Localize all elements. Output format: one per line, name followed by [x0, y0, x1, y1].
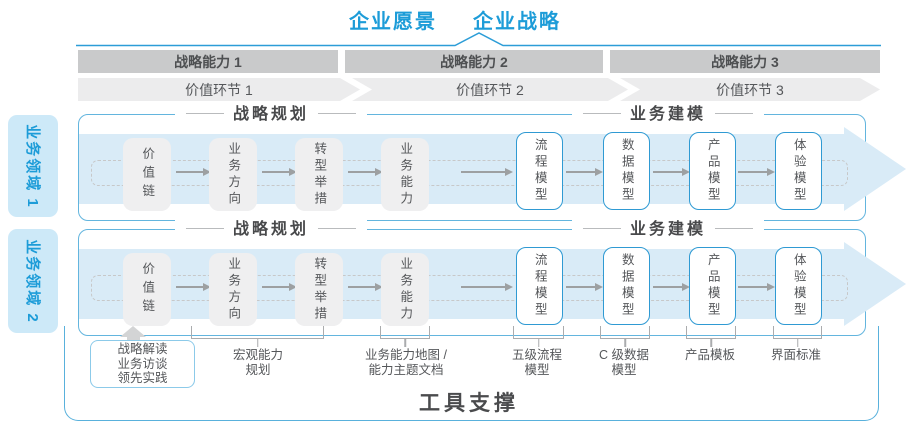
modeling-box-experience-model: 体验模型: [775, 132, 822, 210]
flow-arrow-icon: [461, 167, 513, 176]
box-label: 转型举措: [312, 256, 327, 323]
section-title-business-modeling: 业务建模: [571, 219, 765, 241]
box-label: 数据模型: [619, 138, 634, 204]
tool-support-container: [64, 326, 879, 421]
bracket-ui-standard: [773, 326, 822, 339]
flow-arrow-icon: [653, 282, 690, 291]
capability-bar-1-label: 战略能力 1: [174, 53, 242, 70]
modeling-box-experience-model: 体验模型: [775, 247, 822, 325]
capability-bar-3-label: 战略能力 3: [711, 53, 779, 70]
annotation-product-template: 产品模板: [684, 348, 736, 362]
box-label: 流程模型: [532, 253, 547, 319]
header-connector-line: [76, 32, 881, 47]
dashed-flow-track: [91, 160, 848, 186]
box-label: 体验模型: [791, 138, 806, 204]
planning-box-business-direction: 业务方向: [209, 253, 257, 326]
domain-label-1-text: 业务领域 1: [23, 123, 41, 209]
section-title-strategic-planning: 战略规划: [174, 104, 368, 126]
box-label: 业务方向: [226, 256, 241, 323]
value-chain-bar-3: 价值环节 3: [620, 78, 880, 101]
annotation-macro-capability: 宏观能力 规划: [232, 348, 284, 377]
planning-box-value-chain: 价值链: [123, 253, 171, 326]
modeling-box-data-model: 数据模型: [603, 132, 650, 210]
planning-box-transformation: 转型举措: [295, 253, 343, 326]
value-chain-bar-2: 价值环节 2: [352, 78, 628, 101]
bracket-macro-capability: [191, 326, 324, 339]
domain-label-2-text: 业务领域 2: [23, 238, 41, 324]
section-title-business-modeling: 业务建模: [571, 104, 765, 126]
box-label: 体验模型: [791, 253, 806, 319]
modeling-box-data-model: 数据模型: [603, 247, 650, 325]
capability-bar-1: 战略能力 1: [78, 50, 338, 73]
domain-2-row-panel: 价值链 业务方向 转型举措 业务能力 流程模型 数据模型 产品模型 体验模型 战…: [78, 219, 906, 336]
flow-arrow-icon: [176, 167, 211, 176]
box-label: 价值链: [140, 261, 155, 318]
flow-arrow-icon: [176, 282, 211, 291]
flow-arrow-icon: [348, 167, 383, 176]
box-label: 业务能力: [398, 141, 413, 208]
flow-arrow-icon: [653, 167, 690, 176]
planning-box-value-chain: 价值链: [123, 138, 171, 211]
planning-box-business-direction: 业务方向: [209, 138, 257, 211]
box-label: 转型举措: [312, 141, 327, 208]
flow-arrow-icon: [262, 282, 297, 291]
modeling-box-product-model: 产品模型: [689, 132, 736, 210]
domain-label-2: 业务领域 2: [8, 229, 58, 333]
section-title-strategic-planning: 战略规划: [174, 219, 368, 241]
modeling-box-process-model: 流程模型: [516, 132, 563, 210]
flow-arrow-icon: [738, 282, 775, 291]
planning-box-business-capability: 业务能力: [381, 138, 429, 211]
domain-label-1: 业务领域 1: [8, 115, 58, 217]
flow-band-arrowhead-icon: [844, 242, 906, 326]
value-chain-bar-1-label: 价值环节 1: [185, 81, 253, 98]
planning-box-business-capability: 业务能力: [381, 253, 429, 326]
annotation-ui-standard: 界面标准: [770, 348, 822, 362]
bracket-data-model: [600, 326, 650, 339]
capability-bar-3: 战略能力 3: [610, 50, 880, 73]
box-label: 产品模型: [705, 253, 720, 319]
annotation-capability-map: 业务能力地图 / 能力主题文档: [365, 348, 447, 377]
domain-1-row-panel: 价值链 业务方向 转型举措 业务能力 流程模型 数据模型 产品模型 体验模型 战…: [78, 104, 906, 221]
flow-band-arrowhead-icon: [844, 127, 906, 211]
tool-support-title: 工具支撑: [419, 392, 519, 415]
enterprise-strategy-title: 企业战略: [473, 11, 561, 33]
flow-arrow-icon: [461, 282, 513, 291]
enterprise-vision-title: 企业愿景: [349, 11, 437, 33]
strategy-sources-box: 战略解读 业务访谈 领先实践: [90, 340, 195, 388]
flow-arrow-icon: [262, 167, 297, 176]
box-label: 价值链: [140, 146, 155, 203]
bracket-product-template: [686, 326, 736, 339]
box-label: 业务能力: [398, 256, 413, 323]
bracket-process-model: [513, 326, 564, 339]
box-label: 产品模型: [705, 138, 720, 204]
value-chain-bar-1: 价值环节 1: [78, 78, 360, 101]
annotation-process-model: 五级流程 模型: [511, 348, 563, 377]
planning-box-transformation: 转型举措: [295, 138, 343, 211]
box-label: 业务方向: [226, 141, 241, 208]
capability-bar-2: 战略能力 2: [345, 50, 603, 73]
flow-arrow-icon: [738, 167, 775, 176]
header-titles: 企业愿景 企业战略: [0, 5, 910, 34]
dashed-flow-track: [91, 275, 848, 301]
value-chain-bar-2-label: 价值环节 2: [456, 81, 524, 98]
annotation-data-model: C 级数据 模型: [598, 348, 650, 377]
modeling-box-product-model: 产品模型: [689, 247, 736, 325]
flow-arrow-icon: [566, 282, 603, 291]
flow-arrow-icon: [566, 167, 603, 176]
flow-arrow-icon: [348, 282, 383, 291]
box-label: 流程模型: [532, 138, 547, 204]
bracket-capability-map: [380, 326, 430, 339]
capability-bar-2-label: 战略能力 2: [440, 53, 508, 70]
modeling-box-process-model: 流程模型: [516, 247, 563, 325]
value-chain-bar-3-label: 价值环节 3: [716, 81, 784, 98]
box-label: 数据模型: [619, 253, 634, 319]
